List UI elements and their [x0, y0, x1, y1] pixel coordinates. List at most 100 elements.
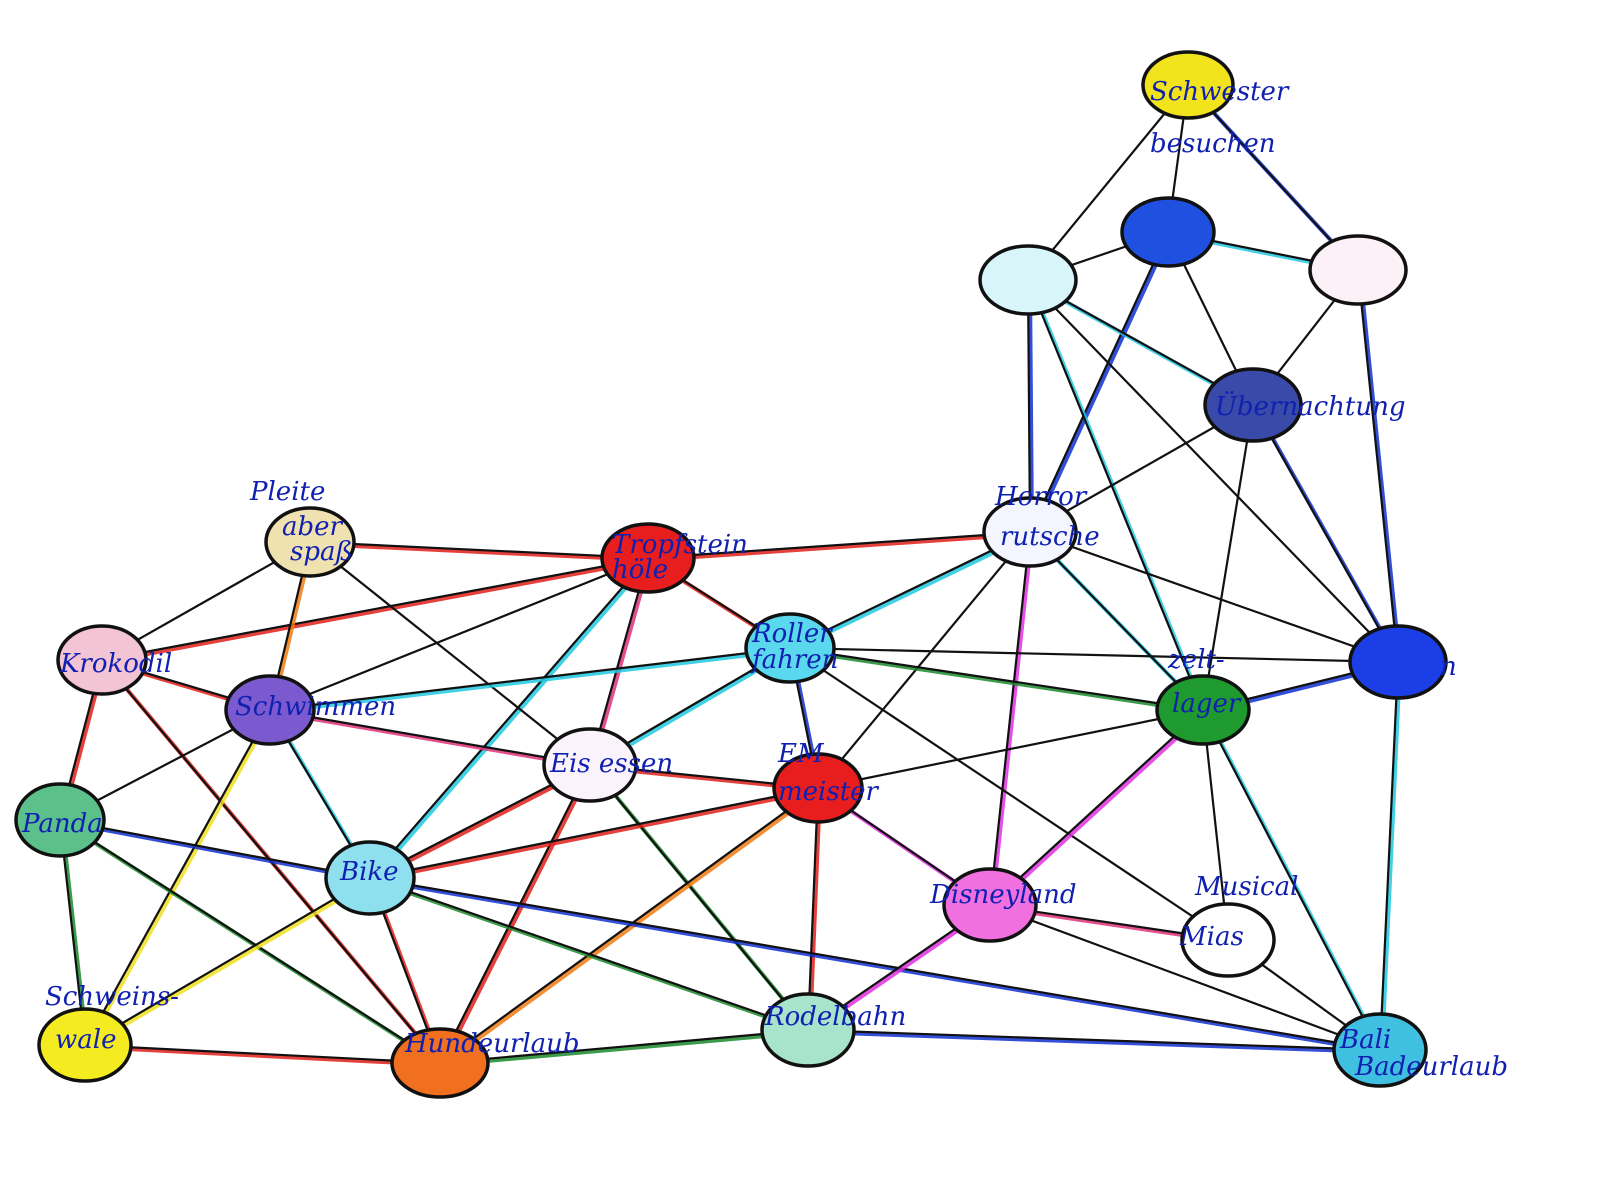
node-label: lager [1172, 689, 1242, 719]
edge-color-schweinswale-hunde [86, 1045, 443, 1067]
edge-eis-hunde [439, 764, 591, 1064]
edge-color-horror-disney [990, 533, 1034, 908]
node-ellipse [772, 752, 864, 824]
edge-horror-em [817, 531, 1031, 789]
edge-color-blue1-horror [1030, 233, 1172, 535]
node-label: Schwimmen [235, 692, 396, 722]
edge-panda-bike [59, 818, 371, 880]
edge-color-tropf-pleite [311, 542, 651, 562]
edge-blue1-horror [1029, 231, 1169, 533]
edge-schwester-cyan1 [1027, 84, 1189, 281]
node-label: aber [282, 512, 344, 542]
node-label: Mias [1179, 922, 1244, 952]
node-ellipse [14, 782, 106, 858]
edge-horror-zelt [1029, 531, 1204, 711]
edge-em-bike [369, 786, 819, 880]
edge-color-tropf-bike [370, 558, 652, 882]
edge-tropf-kroko [101, 556, 649, 662]
edge-panda-hunde [59, 819, 441, 1064]
node-eis: Eis essen [542, 727, 673, 803]
edge-color-roller-zelt [791, 648, 1206, 714]
node-ellipse [744, 612, 836, 684]
edge-tropf-schwimm [269, 556, 649, 712]
edge-color-schwimm-eis [271, 710, 593, 769]
node-ellipse [978, 244, 1078, 316]
edge-color-disney-zelt [990, 710, 1207, 909]
edge-blue2-bali [1378, 661, 1400, 1051]
edge-horror-disney [988, 531, 1032, 906]
edge-color-bike-schweinswale [85, 878, 374, 1049]
node-ellipse [1155, 674, 1251, 746]
node-cyan1 [978, 244, 1078, 316]
edge-color-bike-bali [371, 878, 1383, 1054]
edge-disney-bali [989, 903, 1381, 1052]
node-label: besuchen [1150, 129, 1276, 159]
node-ellipse [982, 496, 1078, 568]
node-panda: Panda [14, 782, 106, 858]
node-label: Pleite [249, 477, 325, 507]
edge-color-em-bike [371, 788, 821, 882]
node-ellipse [542, 727, 638, 803]
edge-color-em-hunde [440, 788, 822, 1067]
node-ellipse [1348, 624, 1448, 700]
edge-ueber-blue2 [1252, 404, 1399, 663]
node-ellipse [324, 840, 416, 916]
edge-pleite-eis [309, 541, 591, 766]
node-ellipse [37, 1007, 133, 1083]
edge-color-schwimm-schweinswale [85, 711, 274, 1048]
edge-schwester-pink1 [1187, 84, 1359, 271]
node-label: zelt- [1167, 645, 1225, 675]
node-label: fahren [750, 645, 838, 675]
node-zelt: zelt-lager [1155, 645, 1251, 746]
edge-color-blue2-bali [1380, 663, 1402, 1053]
edge-color-tropf-kroko [103, 558, 651, 664]
edge-cyan1-horror [1026, 279, 1032, 533]
node-label: Krokodil [59, 649, 172, 679]
node-ellipse [1308, 234, 1408, 306]
node-label: Disneyland [929, 880, 1077, 910]
edge-zelt-musical [1201, 709, 1230, 941]
edge-roller-zelt [789, 646, 1204, 712]
edge-color-em-rodel [808, 789, 822, 1033]
edge-ueber-zelt [1201, 404, 1255, 711]
node-rodel: Rodelbahn [760, 992, 906, 1068]
node-label: EM [777, 739, 825, 769]
node-ellipse [760, 992, 856, 1068]
node-label: wale [55, 1025, 116, 1055]
node-label: Roller [751, 619, 833, 649]
edge-roller-schwimm [269, 646, 791, 712]
node-ellipse [1180, 902, 1276, 978]
node-ellipse [224, 674, 316, 746]
node-ellipse [390, 1027, 490, 1099]
edge-roller-blue2 [789, 646, 1399, 664]
node-label: Badeurlaub [1354, 1052, 1508, 1082]
node-label: Schwester [1150, 77, 1290, 107]
edge-color-rodel-bali [809, 1030, 1383, 1054]
edge-cyan1-zelt [1026, 279, 1205, 711]
node-label: Eis essen [549, 749, 673, 779]
edge-hunde-rodel [439, 1028, 809, 1065]
node-label: rutsche [1000, 522, 1100, 552]
edge-schwimm-schweinswale [84, 709, 271, 1046]
node-label: n [1440, 652, 1457, 682]
edge-color-eis-hunde [440, 766, 594, 1066]
node-ellipse [1332, 1012, 1428, 1088]
edge-disney-zelt [989, 709, 1204, 906]
edge-rodel-bali [807, 1028, 1381, 1052]
edge-schwimm-eis [269, 708, 591, 767]
node-schwimm: Schwimmen [224, 674, 396, 746]
edge-schweinswale-hunde [84, 1043, 441, 1065]
edge-color-roller-schwimm [271, 648, 793, 714]
edge-color-panda-bike [61, 820, 373, 882]
node-label: Hundeurlaub [404, 1029, 580, 1059]
edge-bike-schweinswale [84, 877, 371, 1046]
node-ellipse [56, 624, 148, 696]
edge-eis-rodel [589, 764, 809, 1031]
node-label: Schweins- [45, 982, 179, 1012]
